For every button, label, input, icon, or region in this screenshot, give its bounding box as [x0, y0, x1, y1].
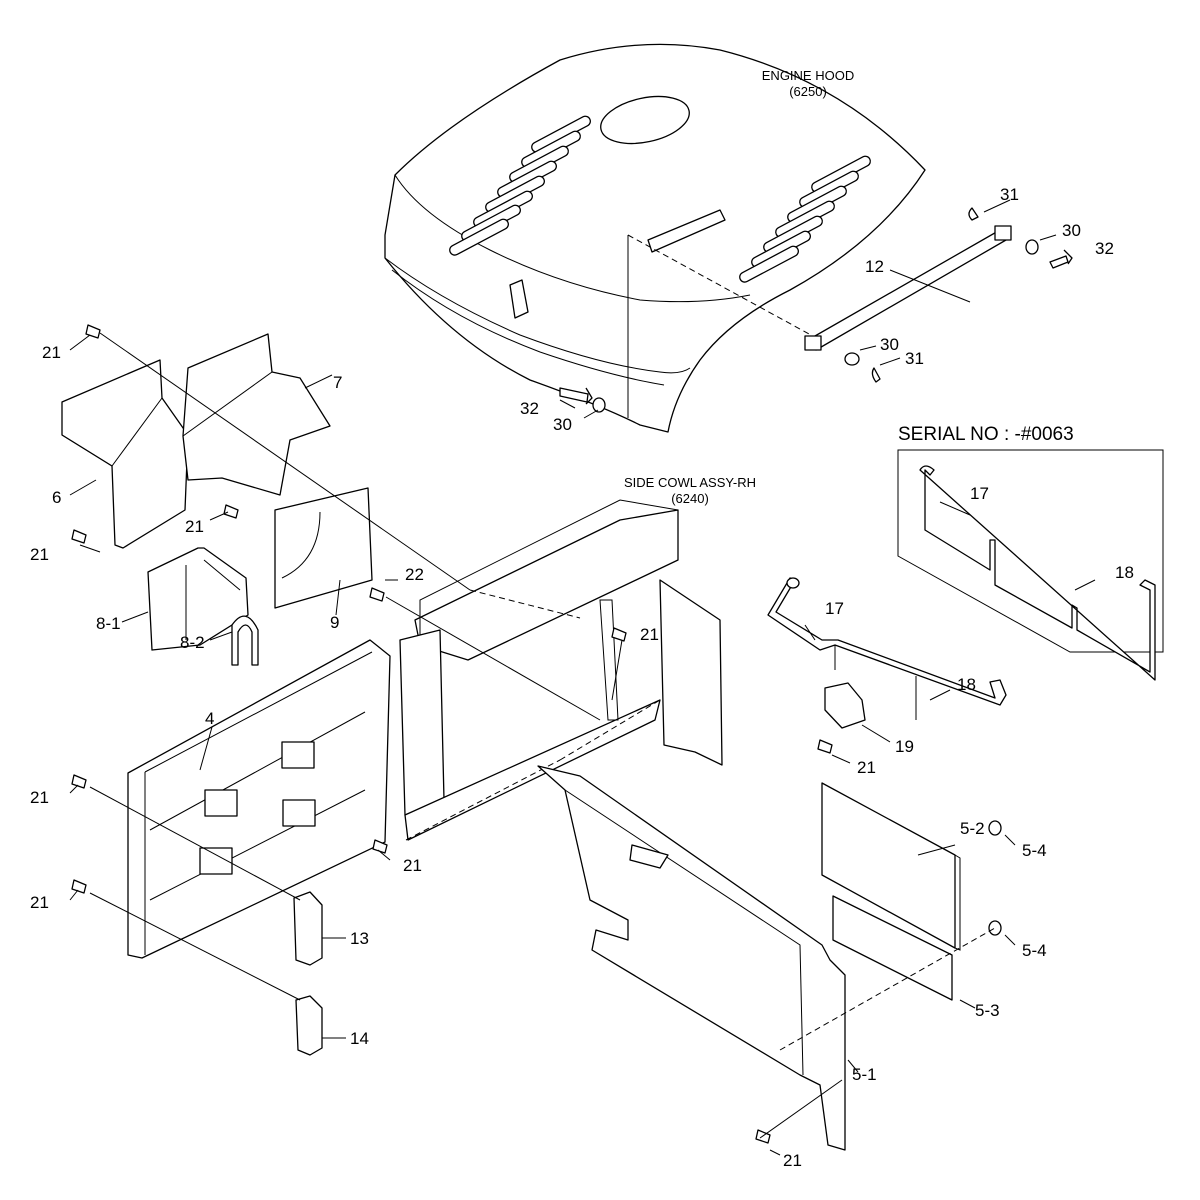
side-cowl-caption: SIDE COWL ASSY-RH — [624, 475, 756, 490]
label-31: 31 — [1000, 185, 1019, 204]
support-rod-12 — [559, 207, 1073, 413]
fasteners — [71, 324, 1002, 1144]
panel-5-3 — [832, 895, 953, 1001]
side-cover-5-1 — [537, 765, 846, 1151]
label-17: 17 — [970, 484, 989, 503]
plate-9 — [274, 487, 373, 609]
label-32: 32 — [520, 399, 539, 418]
side-panel-4 — [127, 639, 391, 959]
label-30: 30 — [553, 415, 572, 434]
label-21: 21 — [30, 893, 49, 912]
washer-30-top — [1025, 239, 1039, 255]
plate-8-1 — [147, 547, 249, 651]
bracket-14 — [295, 995, 323, 1056]
label-5-2: 5-2 — [960, 819, 985, 838]
label-4: 4 — [205, 709, 214, 728]
label-17: 17 — [825, 599, 844, 618]
label-9: 9 — [330, 613, 339, 632]
pin-32-right — [1049, 249, 1073, 269]
assembly-lines — [89, 332, 996, 1139]
label-21: 21 — [30, 545, 49, 564]
serial-caption: SERIAL NO : -#0063 — [898, 424, 1074, 445]
label-30: 30 — [880, 335, 899, 354]
serial-box — [897, 449, 1164, 681]
label-21: 21 — [30, 788, 49, 807]
rail-17-18 — [767, 577, 1007, 720]
label-21: 21 — [783, 1151, 802, 1170]
label-12: 12 — [865, 257, 884, 276]
side-cowl-frame — [399, 499, 723, 841]
label-5-3: 5-3 — [975, 1001, 1000, 1020]
label-21: 21 — [857, 758, 876, 777]
pad-b — [204, 789, 238, 817]
engine-hood-code: (6250) — [789, 84, 827, 99]
label-18: 18 — [957, 675, 976, 694]
side-cowl-code: (6240) — [671, 491, 709, 506]
label-5-1: 5-1 — [852, 1065, 877, 1084]
label-7: 7 — [333, 373, 342, 392]
block-19 — [824, 682, 866, 729]
label-21: 21 — [640, 625, 659, 644]
label-32: 32 — [1095, 239, 1114, 258]
leader-lines — [69, 199, 1096, 1156]
label-14: 14 — [350, 1029, 369, 1048]
cover-6 — [61, 359, 189, 549]
engine-hood — [384, 43, 926, 433]
pin-32-left — [559, 387, 593, 405]
label-5-4: 5-4 — [1022, 841, 1047, 860]
label-8-1: 8-1 — [96, 614, 121, 633]
engine-hood-caption: ENGINE HOOD — [762, 68, 854, 83]
clip-31-top — [968, 207, 979, 221]
label-21: 21 — [403, 856, 422, 875]
label-21: 21 — [185, 517, 204, 536]
label-31: 31 — [905, 349, 924, 368]
pad-a — [281, 741, 315, 769]
label-13: 13 — [350, 929, 369, 948]
pad-c — [282, 799, 316, 827]
label-30: 30 — [1062, 221, 1081, 240]
label-19: 19 — [895, 737, 914, 756]
washer-30-mid — [844, 352, 860, 366]
label-8-2: 8-2 — [180, 633, 205, 652]
washer-30-left — [592, 397, 606, 413]
hood-vents-left — [449, 115, 591, 256]
hood-vents-right — [739, 155, 871, 283]
clip-31-mid — [871, 367, 881, 383]
cover-7 — [182, 333, 331, 496]
clamp-8-2 — [231, 615, 259, 666]
label-5-4: 5-4 — [1022, 941, 1047, 960]
label-6: 6 — [52, 488, 61, 507]
label-18: 18 — [1115, 563, 1134, 582]
label-22: 22 — [405, 565, 424, 584]
label-21: 21 — [42, 343, 61, 362]
bracket-13 — [293, 891, 323, 966]
